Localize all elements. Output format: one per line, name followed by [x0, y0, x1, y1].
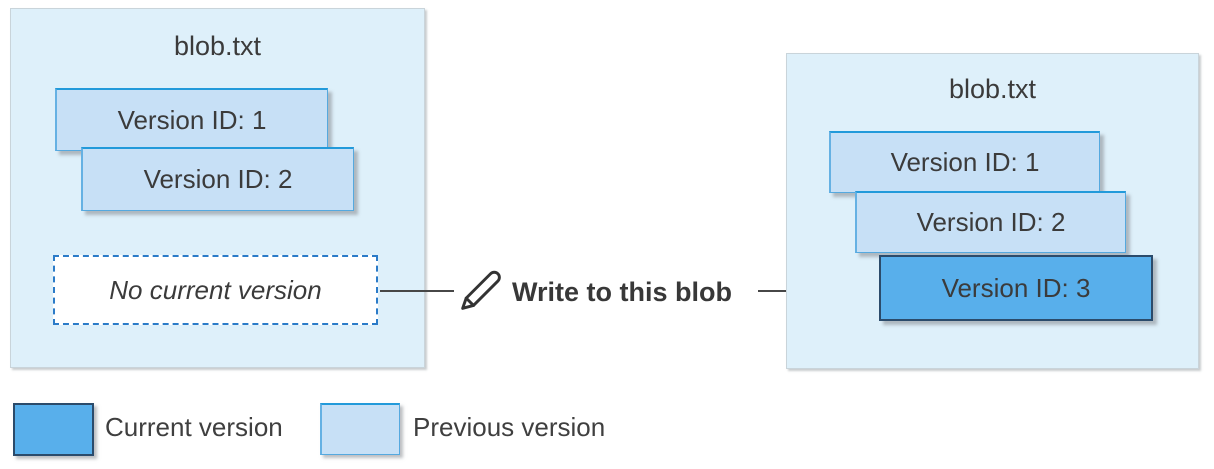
version-box-1: Version ID: 1 — [829, 131, 1100, 193]
no-current-version-label: No current version — [109, 274, 322, 305]
legend-label-current: Current version — [105, 411, 283, 442]
version-box-2: Version ID: 2 — [81, 147, 354, 211]
version-box-1: Version ID: 1 — [55, 88, 328, 151]
version-box-3-current: Version ID: 3 — [879, 255, 1153, 321]
legend-swatch-previous — [320, 403, 400, 455]
blob-title: blob.txt — [948, 74, 1037, 104]
version-label: Version ID: 1 — [117, 104, 267, 135]
version-box-2: Version ID: 2 — [855, 191, 1126, 253]
version-label: Version ID: 3 — [941, 272, 1091, 303]
blob-panel-after: blob.txt Version ID: 1 Version ID: 2 Ver… — [786, 53, 1199, 369]
version-label: Version ID: 2 — [916, 207, 1066, 237]
version-label: Version ID: 2 — [143, 164, 293, 194]
write-action-label: Write to this blob — [512, 277, 732, 307]
pencil-icon — [461, 270, 501, 310]
legend-label-previous: Previous version — [413, 411, 606, 442]
legend-swatch-current — [13, 403, 94, 456]
no-current-version-box: No current version — [53, 255, 378, 325]
blob-title: blob.txt — [173, 31, 262, 61]
blob-panel-before: blob.txt Version ID: 1 Version ID: 2 No … — [10, 8, 425, 368]
connector-line-left — [380, 290, 454, 292]
version-label: Version ID: 1 — [890, 147, 1040, 177]
